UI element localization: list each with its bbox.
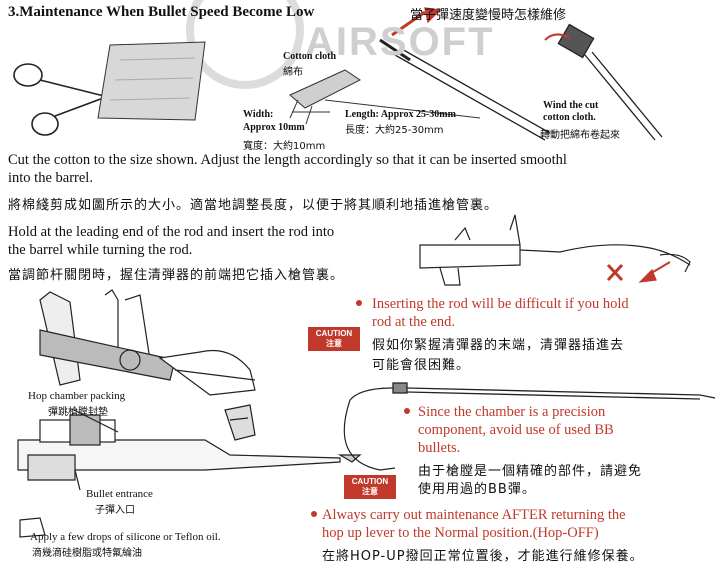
caution-badge-zh: 注意 [362, 487, 378, 496]
note3-text-1: Always carry out maintenance AFTER retur… [322, 507, 626, 523]
watermark-text: AIRSOFT [305, 20, 495, 64]
rifle-receiver-figure [17, 404, 362, 538]
section-title: 3.Maintenance When Bullet Speed Become L… [8, 4, 315, 20]
width-value: Approx 10mm [243, 122, 305, 133]
wind-label-1: Wind the cut [543, 100, 599, 111]
note2-text-zh-2: 使用用過的BB彈。 [418, 482, 536, 497]
cleaning-rod [349, 382, 716, 401]
watermark-ring [186, 0, 304, 89]
note2-text-3: bullets. [418, 440, 461, 456]
step2-text-zh: 當調節杆關閉時，握住清弾器的前端把它插入槍管裏。 [8, 268, 345, 283]
note-bullets [311, 300, 410, 517]
rifle-top-figure [419, 214, 691, 286]
note1-text-1: Inserting the rod will be difficult if y… [372, 296, 629, 312]
step2-text-1: Hold at the leading end of the rod and i… [8, 224, 335, 240]
step1-text-zh: 將棉綫剪成如圖所示的大小。適當地調整長度，以便于將其順利地插進槍管裏。 [8, 198, 499, 213]
cotton-cloth-label-zh: 綿布 [283, 67, 303, 78]
width-label: Width: [243, 109, 274, 120]
note2-text-zh-1: 由于槍膛是一個精確的部件，請避免 [418, 464, 643, 479]
cotton-sheet [97, 41, 206, 121]
note2-text-1: Since the chamber is a precision [418, 404, 606, 420]
width-zh: 寬度：大約10mm [243, 141, 326, 152]
rod-winding-figure [379, 7, 663, 141]
bullet-entrance-label-zh: 子彈入口 [95, 505, 135, 516]
cotton-cloth-label: Cotton cloth [283, 51, 337, 62]
step2-text-2: the barrel while turning the rod. [8, 242, 193, 258]
length-label: Length: Approx 25-30mm [345, 109, 456, 120]
hop-chamber-label-zh: 彈跳槍膛封墊 [48, 407, 108, 418]
rod-curve [343, 399, 396, 471]
caution-badge-zh: 注意 [326, 339, 342, 348]
note3-text-zh: 在將HOP-UP撥回正常位置後，才能進行維修保養。 [322, 549, 644, 564]
cotton-strip [289, 69, 481, 125]
step1-text-1: Cut the cotton to the size shown. Adjust… [8, 152, 567, 168]
rifle-front-figure [39, 289, 256, 396]
note1-text-zh-2: 可能會很困難。 [372, 358, 471, 373]
step1-text-2: into the barrel. [8, 170, 93, 186]
wind-label-2: cotton cloth. [543, 112, 596, 123]
bullet-entrance-label: Bullet entrance [86, 488, 153, 500]
note2-text-2: component, avoid use of used BB [418, 422, 614, 438]
note3-text-2: hop up lever to the Normal position.(Hop… [322, 525, 599, 541]
caution-badge-1: CAUTION 注意 [308, 327, 360, 351]
caution-badge-en: CAUTION [315, 329, 353, 338]
oil-label: Apply a few drops of silicone or Teflon … [30, 531, 221, 543]
length-zh: 長度：大約25-30mm [345, 125, 444, 136]
note1-text-2: rod at the end. [372, 314, 455, 330]
note1-text-zh-1: 假如你緊握清彈器的末端，清彈器插進去 [372, 338, 625, 353]
oil-label-zh: 滴幾滴硅樹脂或特氟綸油 [32, 548, 142, 559]
caution-badge-2: CAUTION 注意 [344, 475, 396, 499]
hop-chamber-label: Hop chamber packing [28, 390, 126, 402]
section-title-zh: 當子彈速度變慢時怎樣維修 [410, 8, 567, 23]
caution-badge-en: CAUTION [351, 477, 389, 486]
wind-zh: 轉動把綿布卷起來 [540, 130, 620, 141]
